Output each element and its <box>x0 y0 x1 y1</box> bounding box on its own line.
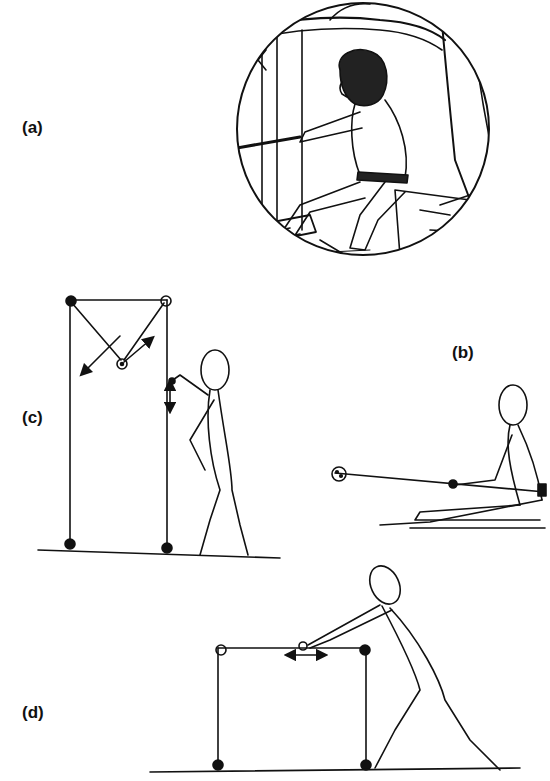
panel-label: (c) <box>22 408 43 428</box>
ancient-scene <box>200 0 546 256</box>
panel-label: (a) <box>22 118 43 138</box>
pulley-frame <box>38 296 280 558</box>
push-frame <box>150 642 520 772</box>
pushing-figure <box>308 561 500 770</box>
panel-label: (b) <box>452 343 474 363</box>
standing-figure <box>169 350 248 555</box>
panel-label: (d) <box>22 703 44 723</box>
seated-figure <box>332 385 546 528</box>
